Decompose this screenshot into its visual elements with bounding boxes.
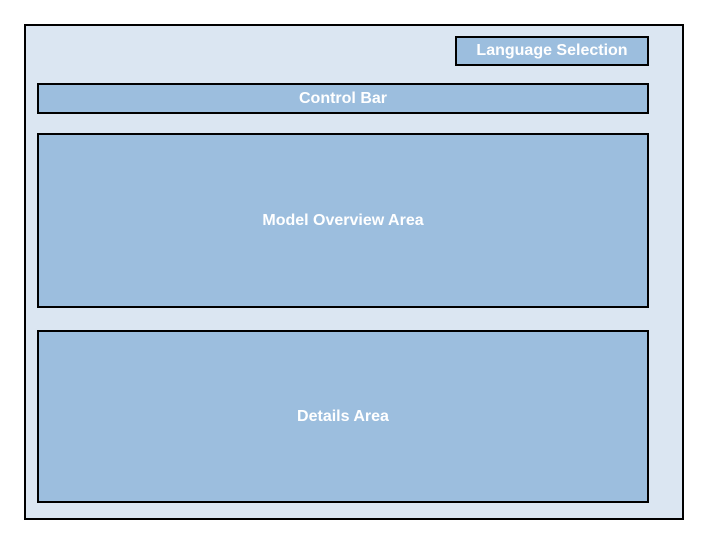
control-bar-label: Control Bar [299, 89, 387, 107]
details-area-region: Details Area [37, 330, 649, 503]
model-overview-label: Model Overview Area [262, 211, 424, 229]
control-bar-region: Control Bar [37, 83, 649, 114]
language-selection-label: Language Selection [476, 42, 628, 59]
model-overview-region: Model Overview Area [37, 133, 649, 308]
details-area-label: Details Area [297, 407, 389, 425]
language-selection-region: Language Selection [455, 36, 649, 66]
